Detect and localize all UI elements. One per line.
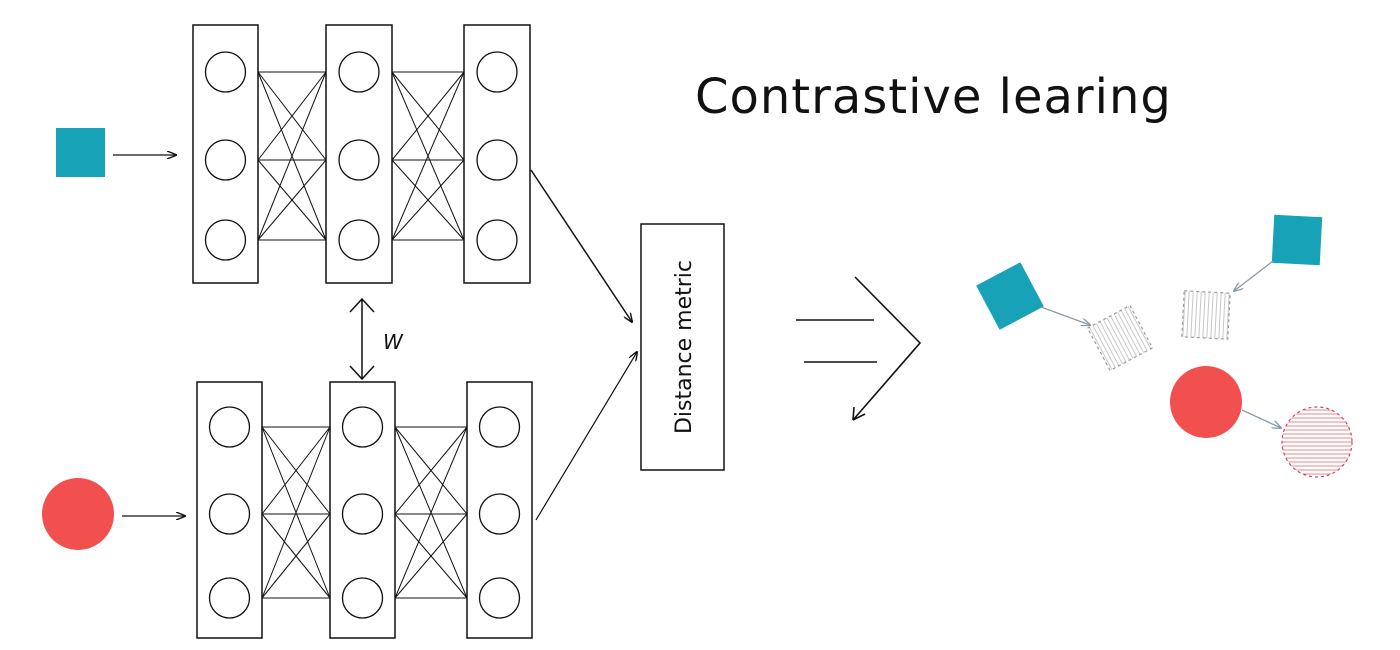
neuron-node — [476, 139, 518, 181]
encoder-network-bottom — [196, 381, 533, 639]
neuron-node — [208, 493, 251, 535]
encoder-network-top — [192, 24, 531, 284]
red-circle-embedding-icon — [1170, 366, 1242, 438]
neuron-node — [478, 406, 521, 448]
neuron-node — [476, 51, 518, 93]
teal-square-input-icon — [56, 128, 105, 177]
connection-edge — [394, 426, 468, 599]
connection-edge — [257, 71, 327, 161]
layer-box — [463, 24, 531, 284]
neuron-node — [341, 493, 384, 535]
red-circle-input-icon — [42, 478, 114, 550]
dashed-circle-target-icon — [1281, 406, 1353, 478]
teal-square-embedding-icon — [976, 262, 1044, 330]
neuron-node — [476, 219, 518, 261]
connection-edge — [261, 513, 331, 599]
layer-box — [192, 24, 259, 284]
embedding-space-result — [976, 214, 1353, 478]
connection-edge — [391, 71, 465, 161]
top-to-distance-arrow — [530, 169, 632, 322]
pull-arrow-circle — [1241, 409, 1281, 428]
distance-metric-box — [640, 223, 725, 471]
neuron-node — [341, 577, 384, 619]
neuron-node — [204, 139, 247, 181]
neuron-node — [208, 577, 251, 619]
pull-arrow-left-square — [1040, 306, 1090, 325]
connection-edge — [391, 71, 465, 241]
layer-box — [196, 381, 263, 639]
neuron-node — [204, 51, 247, 93]
neuron-node — [478, 493, 521, 535]
neuron-node — [341, 406, 384, 448]
bottom-to-distance-arrow — [535, 352, 637, 521]
neuron-node — [338, 219, 380, 261]
layer-box — [466, 381, 533, 639]
pull-arrow-right-square — [1234, 260, 1274, 291]
neuron-node — [338, 51, 380, 93]
diagram-title: Contrastive learing — [695, 69, 1172, 125]
connection-edge — [394, 513, 468, 599]
connection-edge — [394, 426, 468, 515]
connection-edge — [257, 159, 327, 241]
connection-edge — [257, 71, 327, 241]
connection-edge — [261, 426, 331, 515]
connection-edge — [391, 159, 465, 241]
layer-box — [325, 24, 393, 284]
teal-square-embedding-right-icon — [1271, 214, 1323, 266]
shared-weights-label: W — [383, 330, 404, 354]
neuron-node — [338, 139, 380, 181]
neuron-node — [478, 577, 521, 619]
shared-weights-arrow — [349, 297, 375, 381]
neuron-node — [204, 219, 247, 261]
neuron-node — [208, 406, 251, 448]
implies-arrow-icon — [796, 276, 922, 421]
connection-edge — [261, 426, 331, 599]
dashed-square-target-left-icon — [1086, 304, 1154, 372]
dashed-square-target-right-icon — [1181, 290, 1231, 340]
distance-metric-label: Distance metric — [672, 260, 697, 434]
layer-box — [329, 381, 396, 639]
